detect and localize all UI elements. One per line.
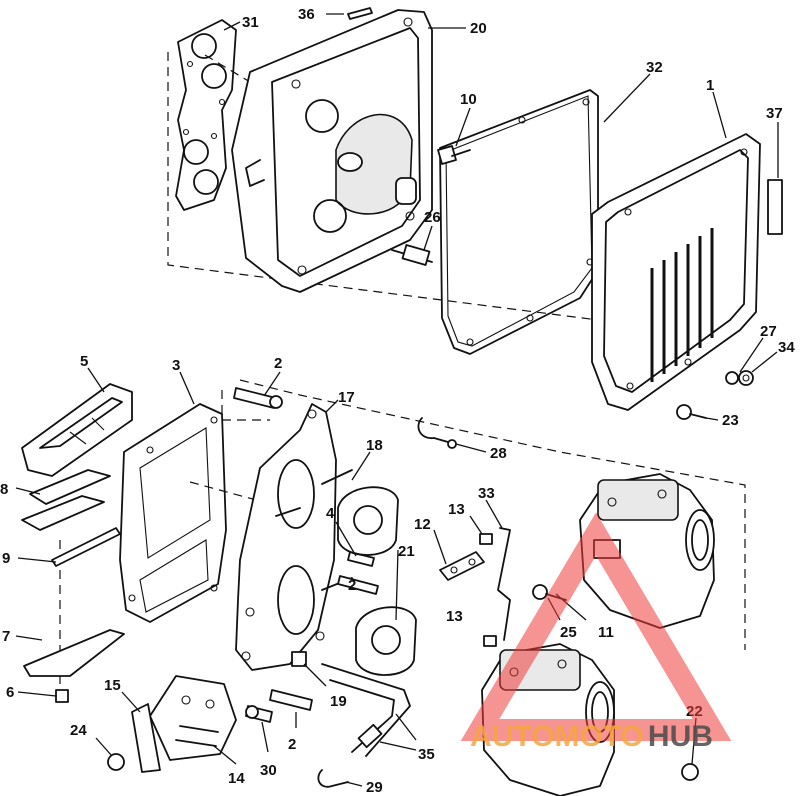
part-32-gasket bbox=[439, 89, 599, 355]
part-24-screw bbox=[107, 753, 125, 771]
callout-28: 28 bbox=[490, 445, 507, 462]
callout-1: 1 bbox=[706, 77, 714, 94]
callout-11: 11 bbox=[598, 624, 614, 641]
callout-2-top: 2 bbox=[274, 355, 282, 372]
part-3-gasket bbox=[119, 403, 227, 623]
part-31-gasket bbox=[175, 19, 237, 211]
callout-20: 20 bbox=[470, 20, 487, 37]
part-19-nut bbox=[291, 651, 307, 667]
part-34-washer bbox=[738, 370, 754, 386]
callout-2-mid: 2 bbox=[348, 577, 356, 594]
callout-21: 21 bbox=[398, 543, 415, 560]
part-20-intake-housing bbox=[231, 9, 433, 293]
callout-31: 31 bbox=[242, 14, 259, 31]
callout-14: 14 bbox=[228, 770, 245, 787]
part-30-bolt bbox=[245, 705, 273, 723]
part-33-link-rod bbox=[497, 527, 511, 641]
part-7-plate bbox=[23, 629, 125, 677]
callout-25: 25 bbox=[560, 624, 577, 641]
watermark-brand-hub: HUB bbox=[648, 720, 713, 753]
callout-36: 36 bbox=[298, 6, 315, 23]
part-36-plate bbox=[347, 7, 373, 20]
cover-fins bbox=[650, 228, 714, 382]
part-27-nut bbox=[725, 371, 739, 385]
callout-17: 17 bbox=[338, 389, 355, 406]
part-26-stud bbox=[391, 244, 433, 266]
callout-19: 19 bbox=[330, 693, 347, 710]
callout-15: 15 bbox=[104, 677, 121, 694]
part-17-intake-manifold bbox=[235, 403, 353, 671]
part-14-15-bracket bbox=[131, 675, 237, 773]
callout-23: 23 bbox=[722, 412, 739, 429]
callout-8: 8 bbox=[0, 481, 8, 498]
part-12-linkage bbox=[439, 551, 485, 581]
part-9-reed-stop bbox=[51, 527, 121, 567]
part-29-clip bbox=[317, 769, 349, 788]
watermark-brand-auto: AUTO bbox=[470, 720, 554, 753]
callout-30: 30 bbox=[260, 762, 277, 779]
part-10-bolt bbox=[437, 145, 471, 165]
part-6-screw bbox=[55, 689, 69, 703]
callout-13-top: 13 bbox=[448, 501, 465, 518]
callout-29: 29 bbox=[366, 779, 383, 796]
callout-9: 9 bbox=[2, 550, 10, 567]
part-number-labels: 31 36 20 32 10 1 37 26 27 34 23 5 3 2 17… bbox=[0, 6, 795, 796]
part-35-hose bbox=[321, 663, 411, 757]
watermark-brand-moto: MOTO bbox=[554, 720, 643, 753]
part-2-bolts bbox=[233, 387, 379, 711]
callout-37: 37 bbox=[766, 105, 783, 122]
part-5-reed-block bbox=[21, 383, 133, 477]
callout-12: 12 bbox=[414, 516, 431, 533]
callout-2-bottom: 2 bbox=[288, 736, 296, 753]
callout-27: 27 bbox=[760, 323, 777, 340]
part-13-bushings bbox=[479, 533, 497, 647]
part-8-reed-petals bbox=[21, 469, 111, 531]
callout-10: 10 bbox=[460, 91, 477, 108]
part-1-cover bbox=[591, 133, 761, 411]
callout-13-bottom: 13 bbox=[446, 608, 463, 625]
callout-6: 6 bbox=[6, 684, 14, 701]
callout-7: 7 bbox=[2, 628, 10, 645]
part-37-decal bbox=[767, 179, 783, 235]
callout-32: 32 bbox=[646, 59, 663, 76]
callout-33: 33 bbox=[478, 485, 495, 502]
callout-34: 34 bbox=[778, 339, 795, 356]
callout-4: 4 bbox=[326, 505, 335, 522]
part-23-bolt bbox=[676, 404, 707, 420]
callout-24: 24 bbox=[70, 722, 87, 739]
callout-5: 5 bbox=[80, 353, 88, 370]
callout-26: 26 bbox=[424, 209, 441, 226]
part-22-nut bbox=[681, 763, 699, 781]
callout-18: 18 bbox=[366, 437, 383, 454]
callout-3: 3 bbox=[172, 357, 180, 374]
callout-35: 35 bbox=[418, 746, 435, 763]
part-21-gaskets bbox=[337, 486, 417, 676]
